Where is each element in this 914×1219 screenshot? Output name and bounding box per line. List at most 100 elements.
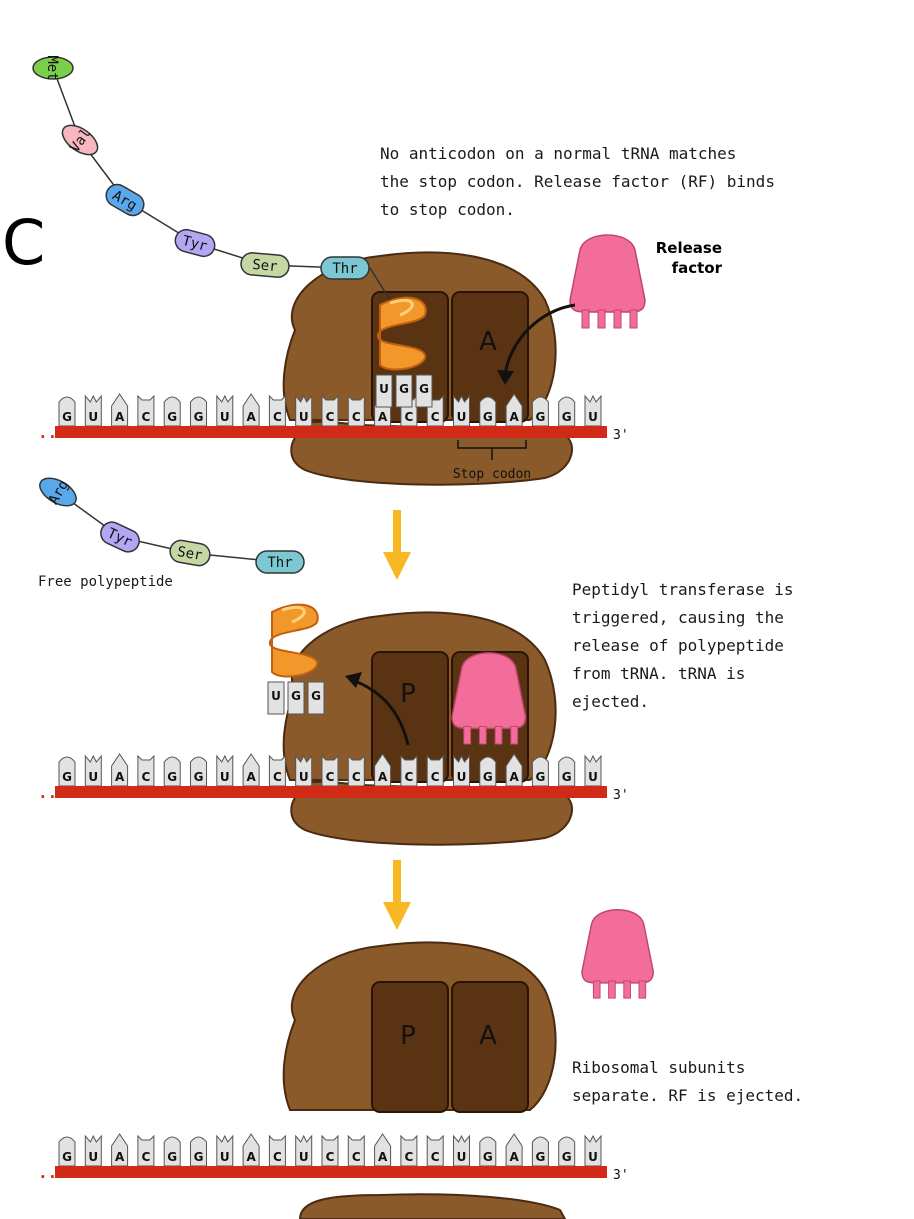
- nucleotide-letter: C: [326, 410, 335, 424]
- nucleotide-letter: A: [509, 410, 519, 424]
- nucleotide-letter: A: [246, 410, 256, 424]
- nucleotide: [295, 754, 313, 787]
- caption-step1: No anticodon on a normal tRNA matches th…: [380, 140, 775, 224]
- caption-step3: Ribosomal subunits separate. RF is eject…: [572, 1054, 803, 1110]
- amino-acid-label: Ser: [252, 257, 279, 275]
- nucleotide-letter: U: [299, 770, 309, 784]
- nucleotide-letter: G: [483, 410, 493, 424]
- nucleotide-letter: C: [141, 770, 150, 784]
- amino-acid-bead: [100, 521, 140, 553]
- caption-line: to stop codon.: [380, 200, 515, 219]
- nucleotide-letter: U: [220, 1150, 230, 1164]
- label-line: factor: [671, 259, 722, 277]
- amino-acid-bead: [174, 228, 216, 258]
- nucleotide: [216, 394, 234, 427]
- nucleotide-letter: C: [352, 410, 361, 424]
- nucleotide-letter: C: [404, 1150, 413, 1164]
- nucleotide: [584, 394, 602, 427]
- stop-codon-bracket: [457, 440, 527, 460]
- nucleotide-letter: C: [326, 1150, 335, 1164]
- amino-acid-bead: [61, 124, 99, 156]
- release-factor-label: Release factor: [640, 238, 722, 278]
- mrna-backbone: [55, 426, 607, 438]
- mrna-backbone: [55, 1166, 607, 1178]
- nucleotide-letter: C: [431, 1150, 440, 1164]
- nucleotide-letter: U: [220, 770, 230, 784]
- nucleotide-letter: U: [457, 1150, 467, 1164]
- nucleotide-letter: U: [588, 770, 598, 784]
- rf-leg: [638, 980, 647, 999]
- nucleotide: [163, 1136, 181, 1167]
- nucleotide-letter: C: [431, 410, 440, 424]
- nucleotide-letter: C: [352, 770, 361, 784]
- ribosome-large-separated: [282, 941, 557, 1113]
- caption-line: from tRNA. tRNA is: [572, 664, 746, 683]
- nucleotide: [453, 394, 470, 427]
- nucleotide-letter: A: [509, 770, 519, 784]
- nucleotide-letter: G: [62, 1150, 72, 1164]
- amino-acid-bead: [240, 252, 290, 278]
- nucleotide: [216, 754, 234, 787]
- mrna-backbone: [55, 786, 607, 798]
- nucleotide: [84, 394, 102, 427]
- rf-leg: [623, 980, 631, 999]
- amino-acid-bead: [105, 183, 145, 217]
- anticodon-base: [375, 374, 393, 408]
- stop-codon-label: Stop codon: [453, 467, 531, 482]
- nucleotide: [584, 1134, 602, 1167]
- rf-leg: [629, 309, 638, 329]
- nucleotide: [295, 394, 313, 427]
- eject-arrow: [351, 678, 410, 746]
- nucleotide: [58, 1136, 76, 1167]
- nucleotide-letter: G: [535, 1150, 545, 1164]
- nucleotide-letter: G: [535, 410, 545, 424]
- caption-line: No anticodon on a normal tRNA matches: [380, 144, 737, 163]
- nucleotide-letter: U: [457, 410, 467, 424]
- nucleotide-letter: U: [588, 1150, 598, 1164]
- nucleotide: [84, 754, 102, 787]
- site-p-label: P: [400, 1021, 416, 1051]
- nucleotide: [190, 756, 207, 787]
- rf-leg: [510, 725, 519, 745]
- caption-line: separate. RF is ejected.: [572, 1086, 804, 1105]
- nucleotide-letter: A: [246, 1150, 256, 1164]
- binding-arrowhead: [497, 370, 514, 385]
- amino-acid-label: Thr: [332, 261, 357, 277]
- site-a-label: A: [479, 1021, 497, 1051]
- amino-acid-tyr: Tyr: [174, 228, 216, 258]
- rf-leg: [613, 309, 622, 329]
- arrow-shaft: [393, 860, 401, 910]
- nucleotide-letter: C: [431, 770, 440, 784]
- arrow-head: [383, 552, 411, 580]
- arrow-head: [383, 902, 411, 930]
- amino-acid-label: Thr: [267, 555, 292, 571]
- three-prime-label: 3': [613, 788, 629, 803]
- free-amino-acid-tyr: Tyr: [100, 521, 140, 553]
- anticodon-letter: U: [379, 382, 389, 396]
- nucleotide-letter: G: [194, 770, 204, 784]
- free-amino-acid-ser: Ser: [169, 539, 211, 567]
- five-prime-end: ..: [38, 783, 57, 802]
- nucleotide: [479, 1136, 497, 1167]
- nucleotide-letter: A: [115, 770, 125, 784]
- rf-leg: [581, 309, 590, 329]
- anticodon-letter: U: [271, 689, 281, 703]
- nucleotide-letter: U: [299, 410, 309, 424]
- nucleotide: [295, 1134, 313, 1167]
- a-site: [451, 981, 529, 1113]
- peptide-bond: [369, 267, 391, 301]
- anticodon-base: [307, 681, 325, 715]
- nucleotide-letter: G: [167, 1150, 177, 1164]
- rf-leg: [463, 725, 472, 745]
- free-polypeptide-label: Free polypeptide: [38, 574, 173, 590]
- caption-step2: Peptidyl transferase is triggered, causi…: [572, 576, 794, 716]
- release-factor-ejected: [581, 909, 654, 999]
- amino-acid-label: Ser: [176, 544, 204, 564]
- anticodon-letter: G: [419, 382, 429, 396]
- nucleotide-letter: A: [378, 1150, 388, 1164]
- nucleotide-letter: U: [220, 410, 230, 424]
